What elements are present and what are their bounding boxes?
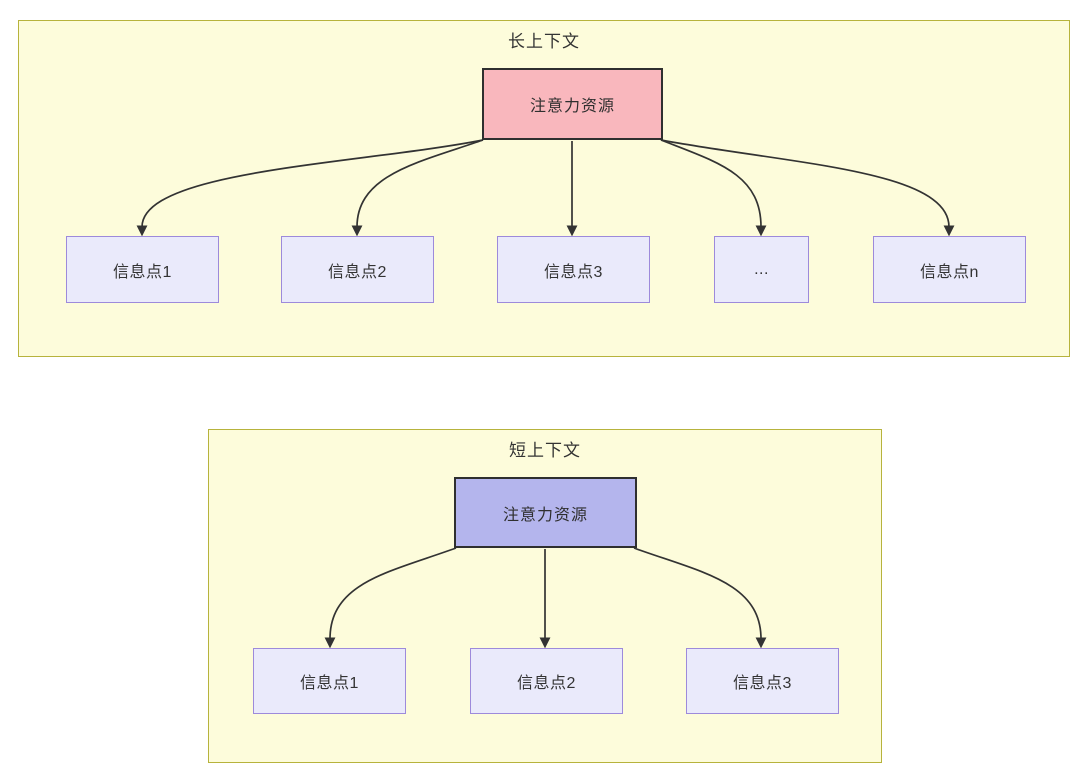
long-attention-box: 注意力资源 <box>482 68 663 140</box>
long-context-title: 长上下文 <box>508 32 580 51</box>
long-info-node-3: 信息点3 <box>497 236 650 303</box>
long-info-node-n: 信息点n <box>873 236 1026 303</box>
short-info-node-3: 信息点3 <box>686 648 839 714</box>
short-info-node-1: 信息点1 <box>253 648 406 714</box>
long-info-node-ellipsis: ... <box>714 236 809 303</box>
short-context-title: 短上下文 <box>509 441 581 460</box>
long-info-node-2: 信息点2 <box>281 236 434 303</box>
long-info-node-1: 信息点1 <box>66 236 219 303</box>
short-info-node-2: 信息点2 <box>470 648 623 714</box>
short-attention-box: 注意力资源 <box>454 477 637 548</box>
